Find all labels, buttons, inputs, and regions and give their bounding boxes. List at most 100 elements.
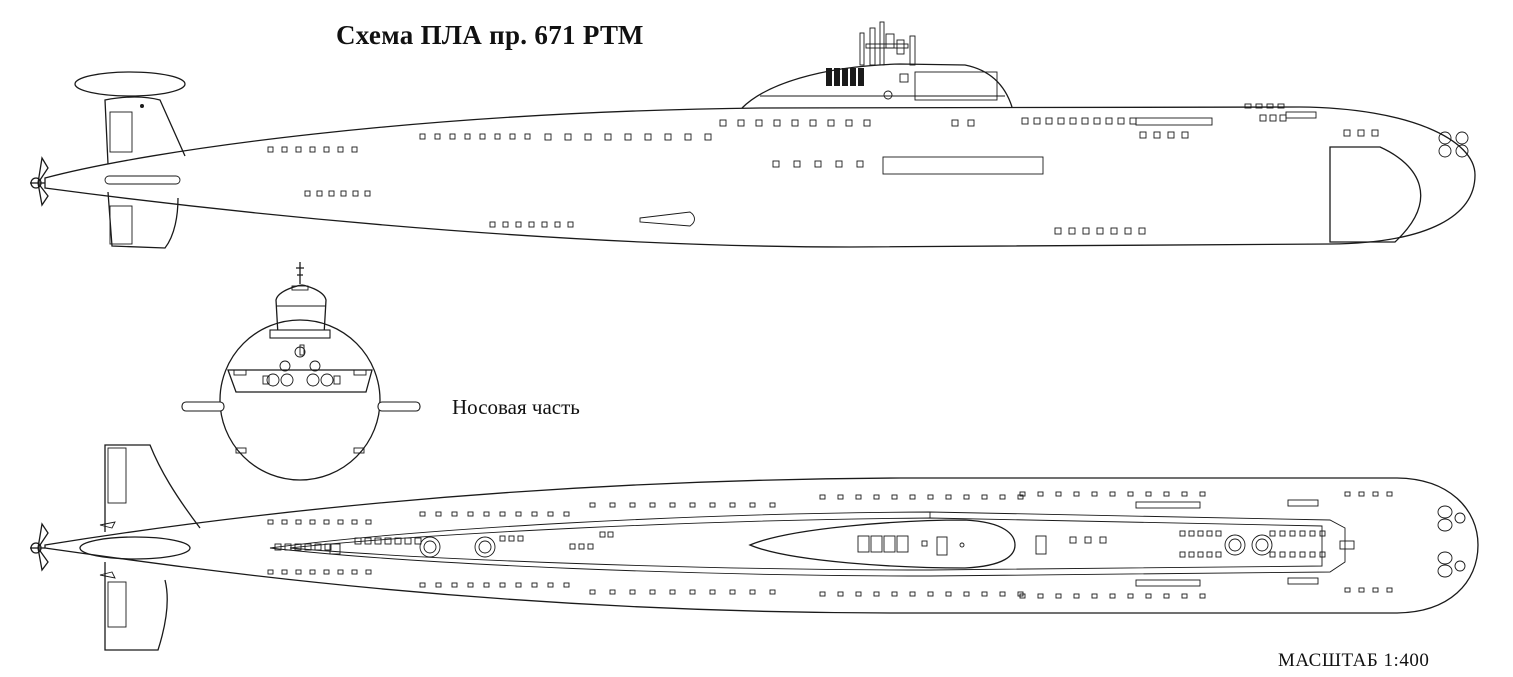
deck-port [749,589,756,595]
deck-port [1019,491,1026,497]
deck-port [354,537,362,545]
deck-port [435,582,442,588]
deck-port [1215,530,1222,537]
deck-port [323,146,330,153]
deck-port [295,146,302,153]
deck-port [1319,530,1326,537]
deck-port [1266,103,1274,109]
deck-port [451,511,458,517]
deck-port [855,494,862,500]
deck-port [547,582,554,588]
deck-port [755,119,763,127]
deck-port [1110,227,1118,235]
deck-port [324,543,332,551]
deck-port [1181,491,1188,497]
deck-port [352,190,359,197]
deck-port [467,511,474,517]
deck-port [340,190,347,197]
deck-port [891,494,898,500]
deck-port [837,591,844,597]
deck-port [274,543,282,551]
deck-port [1181,131,1189,139]
deck-port [449,133,456,140]
deck-port [649,502,656,508]
deck-port [967,119,975,127]
deck-port [1358,491,1365,497]
bow-fin-left [181,401,225,412]
deck-port [981,494,988,500]
deck-port [1096,227,1104,235]
deck-port [1138,227,1146,235]
deck-port [524,133,531,140]
deck-port [547,511,554,517]
deck-port [515,582,522,588]
deck-port [323,519,330,525]
deck-port [515,221,522,228]
side-view [30,21,1476,249]
masts [859,21,916,66]
deck-port [1139,131,1147,139]
deck-port [365,519,372,525]
deck-port [669,589,676,595]
deck-port [664,133,672,141]
deck-port [541,221,548,228]
deck-port [267,519,274,525]
bow-hull-circle [219,319,381,481]
deck-port [1259,114,1267,122]
deck-port [1109,593,1116,599]
deck-port [719,119,727,127]
deck-port [1129,117,1137,125]
deck-port [528,221,535,228]
deck-port [589,589,596,595]
deck-port [434,133,441,140]
bow-view-caption: Носовая часть [452,395,580,419]
deck-port [517,535,524,542]
side-hull-fairing [639,211,695,227]
deck-port [1299,530,1306,537]
deck-port [384,537,392,545]
deck-port [337,569,344,575]
deck-port [1206,530,1213,537]
deck-port [351,146,358,153]
deck-port [709,502,716,508]
deck-port [1269,551,1276,558]
deck-port [1127,593,1134,599]
deck-port [1206,551,1213,558]
deck-port [351,569,358,575]
deck-port [873,591,880,597]
deck-port [1037,491,1044,497]
deck-port [927,494,934,500]
deck-port [281,146,288,153]
deck-port [791,119,799,127]
deck-port [267,569,274,575]
deck-port [856,160,864,168]
deck-port [1279,114,1287,122]
upper-stabilizer [74,71,186,97]
drawing-title: Схема ПЛА пр. 671 РТМ [336,20,644,50]
deck-port [1019,593,1026,599]
deck-port [945,494,952,500]
deck-port [1105,117,1113,125]
deck-port [769,589,776,595]
bow-sonar-fairing [1329,146,1422,243]
deck-port [999,591,1006,597]
deck-port [1145,491,1152,497]
top-view [30,444,1479,651]
bow-casing [227,369,373,393]
deck-port [435,511,442,517]
deck-port [1343,129,1351,137]
top-stabilizer [79,536,191,560]
deck-port [294,543,302,551]
deck-port [499,535,506,542]
deck-port [669,502,676,508]
deck-port [419,511,426,517]
deck-port [508,535,515,542]
deck-port [909,494,916,500]
top-sail-hatches [857,535,1047,556]
top-propeller-icon [30,522,49,572]
deck-port [374,537,382,545]
deck-port [607,531,614,538]
deck-port [589,502,596,508]
deck-port [1045,117,1053,125]
